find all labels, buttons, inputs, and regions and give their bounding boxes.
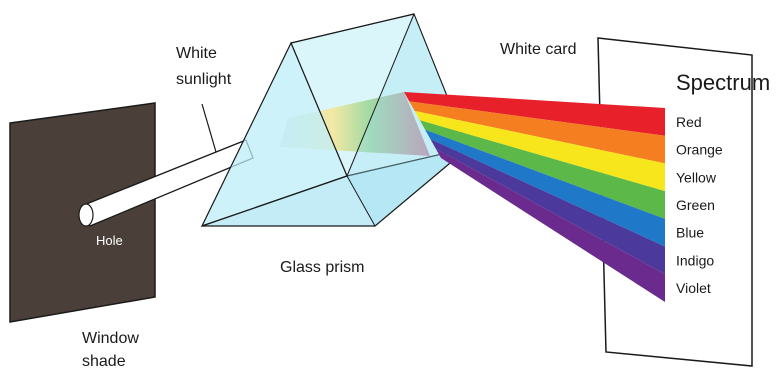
label-white-sunlight-line1: White xyxy=(176,45,217,62)
white-sunlight-leader xyxy=(201,103,217,153)
spectrum-label-indigo: Indigo xyxy=(676,252,714,268)
spectrum-band-green xyxy=(419,120,665,219)
spectrum-band-red xyxy=(404,92,665,136)
spectrum-label-blue: Blue xyxy=(676,225,704,241)
label-white-card: White card xyxy=(500,41,576,58)
label-glass-prism: Glass prism xyxy=(280,259,364,276)
label-white-sunlight-line2: sunlight xyxy=(176,71,232,88)
label-window-shade-line2: shade xyxy=(82,353,126,370)
label-hole: Hole xyxy=(96,233,123,248)
spectrum-label-orange: Orange xyxy=(676,142,723,158)
spectrum-label-green: Green xyxy=(676,197,715,213)
spectrum-band-indigo xyxy=(430,139,665,275)
spectrum-band-violet xyxy=(435,148,665,302)
spectrum-label-violet: Violet xyxy=(676,280,711,296)
label-window-shade-line1: Window xyxy=(82,330,139,347)
hole xyxy=(78,203,94,227)
spectrum-band-yellow xyxy=(414,110,665,192)
spectrum-band-blue xyxy=(425,129,665,247)
spectrum-fan xyxy=(404,92,665,302)
prism-top-edge xyxy=(290,13,415,44)
label-spectrum: Spectrum xyxy=(676,70,770,95)
spectrum-label-red: Red xyxy=(676,114,702,130)
spectrum-band-orange xyxy=(409,101,665,164)
spectrum-label-yellow: Yellow xyxy=(676,169,717,185)
